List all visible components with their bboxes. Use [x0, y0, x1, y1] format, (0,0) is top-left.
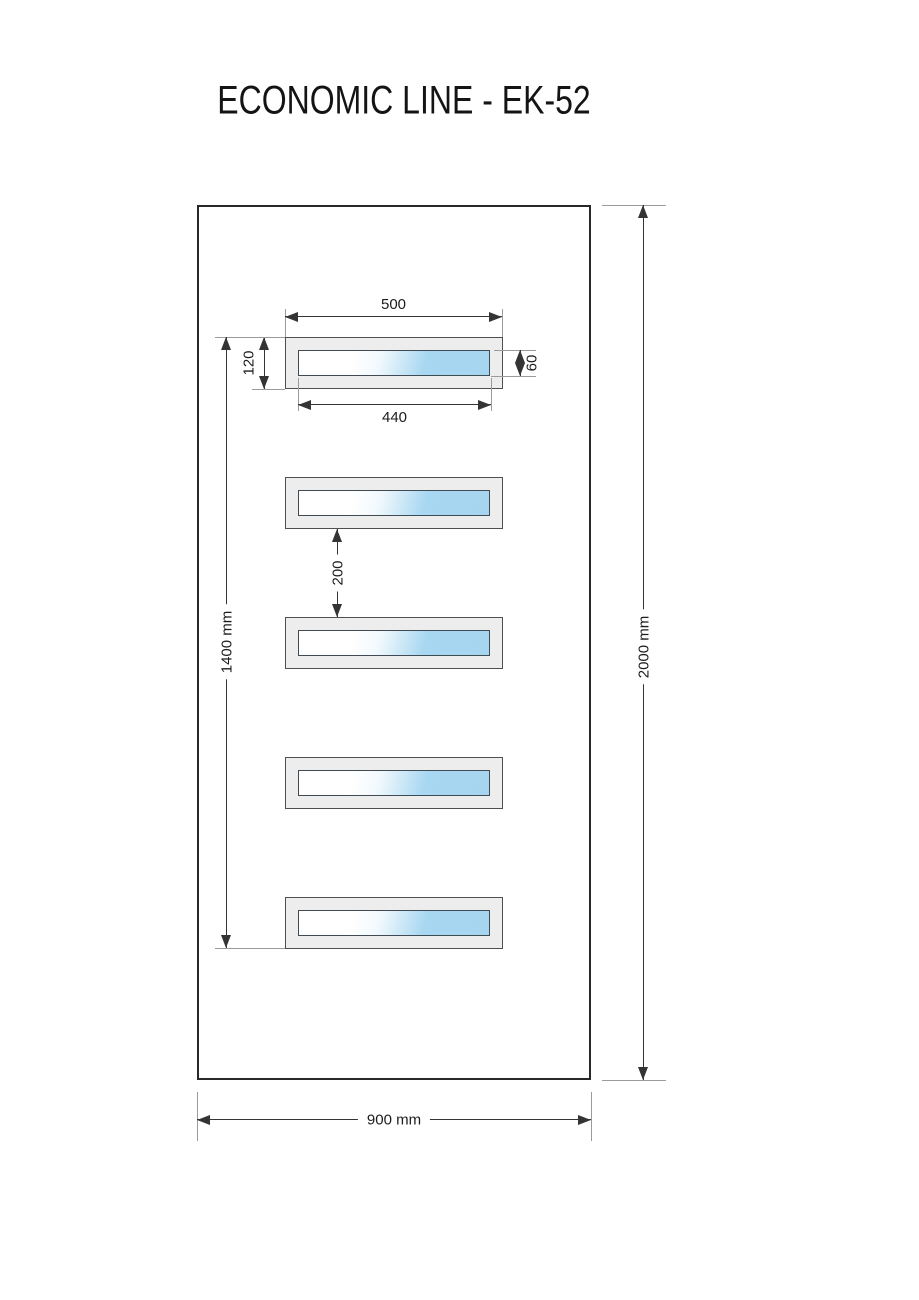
dim-arrow: [332, 604, 342, 617]
dim-arrow: [578, 1114, 591, 1125]
glass-panel: [285, 617, 503, 669]
glass-pane: [297, 349, 490, 376]
dim-arrow: [515, 350, 525, 363]
extension-line: [502, 309, 503, 337]
glass-panel: [285, 337, 503, 389]
dim-arrow: [478, 399, 491, 410]
dim-label-glass-height: 60: [523, 354, 541, 372]
extension-line: [602, 1080, 666, 1081]
extension-line: [252, 389, 285, 390]
dim-arrow: [221, 337, 231, 350]
glass-panel: [285, 477, 503, 529]
dim-label-panel-height: 120: [240, 350, 258, 376]
extension-line: [591, 1092, 592, 1141]
glass-pane: [297, 489, 490, 516]
dim-arrow: [197, 1114, 210, 1125]
dim-label-door-height: 2000 mm: [635, 609, 652, 685]
dim-arrow: [259, 337, 269, 350]
dim-arrow: [515, 363, 525, 376]
dim-arrow: [221, 935, 231, 948]
glass-pane: [297, 909, 490, 936]
dim-line-panel-width: [285, 316, 502, 317]
dim-arrow: [638, 205, 648, 218]
extension-line: [215, 948, 285, 949]
dim-arrow: [489, 311, 502, 322]
extension-line: [491, 376, 536, 377]
dim-arrow: [259, 376, 269, 389]
extension-line: [491, 378, 492, 411]
extension-line: [215, 337, 285, 338]
glass-panel: [285, 897, 503, 949]
dim-label-panels-span: 1400 mm: [218, 604, 235, 680]
glass-pane: [297, 629, 490, 656]
dim-line-panel-height: [264, 337, 265, 389]
dim-line-glass-width: [298, 404, 491, 405]
glass-pane: [297, 769, 490, 796]
glass-panel: [285, 757, 503, 809]
dim-arrow: [285, 311, 298, 322]
dim-label-panel-width: 500: [380, 296, 407, 313]
extension-line: [602, 205, 666, 206]
extension-line: [285, 309, 286, 337]
dim-label-glass-width: 440: [381, 409, 408, 426]
dim-arrow: [638, 1067, 648, 1080]
dim-label-door-width: 900 mm: [357, 1111, 431, 1128]
extension-line: [298, 378, 299, 411]
dim-arrow: [298, 399, 311, 410]
dim-arrow: [332, 529, 342, 542]
page-title: ECONOMIC LINE - EK-52: [217, 78, 591, 123]
dim-label-panel-gap: 200: [329, 554, 346, 592]
